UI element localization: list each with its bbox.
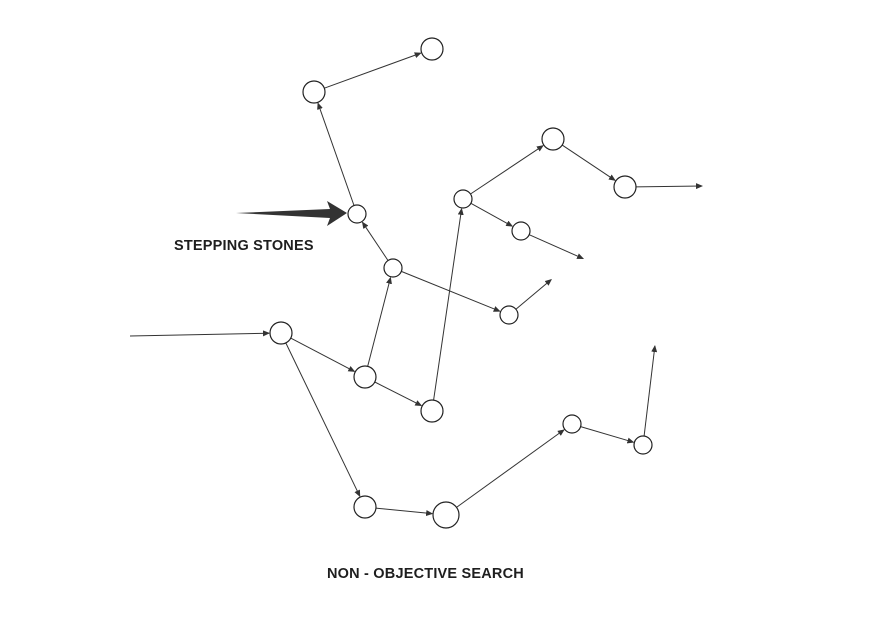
node-circle: [613, 175, 637, 199]
edge-arrow: [470, 202, 514, 227]
edge-line: [317, 102, 355, 206]
edge-arrow: [643, 345, 658, 437]
edge-arrow: [367, 276, 392, 367]
edge-line: [129, 330, 270, 337]
node-circle: [633, 435, 653, 455]
node-shape: [499, 305, 519, 325]
edge-line: [401, 270, 501, 312]
node-shape: [562, 414, 582, 434]
node-shape: [613, 175, 637, 199]
edge-arrow: [361, 221, 389, 261]
edge-arrow: [528, 234, 585, 260]
edge-arrow: [515, 278, 552, 310]
edge-line: [580, 426, 635, 444]
node-shape: [353, 365, 377, 389]
node-circle: [420, 399, 444, 423]
node-shape: [541, 127, 565, 151]
node-circle: [511, 221, 531, 241]
edge-arrow: [129, 330, 270, 337]
edge-arrow: [285, 342, 361, 498]
edge-line: [561, 144, 616, 181]
edge-arrow: [290, 337, 356, 372]
edge-line: [456, 429, 565, 508]
node-shape: [353, 495, 377, 519]
edge-line: [643, 345, 658, 437]
node-circle: [383, 258, 403, 278]
edge-line: [367, 276, 392, 367]
node-shape: [347, 204, 367, 224]
edge-arrow: [374, 381, 423, 407]
edge-line: [374, 381, 423, 407]
node-circle: [562, 414, 582, 434]
edge-line: [375, 507, 434, 517]
edge-arrow: [456, 429, 565, 508]
edge-arrow: [470, 145, 544, 195]
node-shape: [453, 189, 473, 209]
edge-arrow: [561, 144, 616, 181]
node-shape: [511, 221, 531, 241]
node-circle: [353, 495, 377, 519]
node-circle: [347, 204, 367, 224]
node-shape: [432, 501, 460, 529]
edge-line: [433, 207, 464, 401]
node-circle: [541, 127, 565, 151]
edge-line: [285, 342, 361, 498]
edge-arrow: [635, 183, 703, 190]
node-circle: [353, 365, 377, 389]
node-shape: [633, 435, 653, 455]
edge-line: [470, 202, 514, 227]
node-shape: [302, 80, 326, 104]
node-circle: [302, 80, 326, 104]
edge-arrow: [375, 507, 434, 517]
node-shape: [420, 37, 444, 61]
node-circle: [432, 501, 460, 529]
node-circle: [499, 305, 519, 325]
node-circle: [269, 321, 293, 345]
edge-arrow: [317, 102, 355, 206]
node-circle: [453, 189, 473, 209]
stepping-stones-label: STEPPING STONES: [174, 238, 314, 254]
edge-line: [324, 52, 422, 89]
nodes-group: [269, 37, 653, 529]
node-circle: [420, 37, 444, 61]
edge-line: [361, 221, 389, 261]
edge-arrow: [580, 426, 635, 444]
edge-arrow: [433, 207, 464, 401]
edge-line: [528, 234, 585, 260]
node-shape: [420, 399, 444, 423]
edge-line: [290, 337, 356, 372]
edge-arrow: [401, 270, 501, 312]
diagram-title: NON - OBJECTIVE SEARCH: [327, 566, 524, 582]
edge-arrow: [324, 52, 422, 89]
edge-line: [515, 278, 552, 310]
node-shape: [269, 321, 293, 345]
edge-line: [470, 145, 544, 195]
edge-line: [635, 183, 703, 190]
edges-group: [129, 52, 703, 517]
stepping-stones-pointer-arrow: [236, 201, 347, 226]
node-shape: [383, 258, 403, 278]
